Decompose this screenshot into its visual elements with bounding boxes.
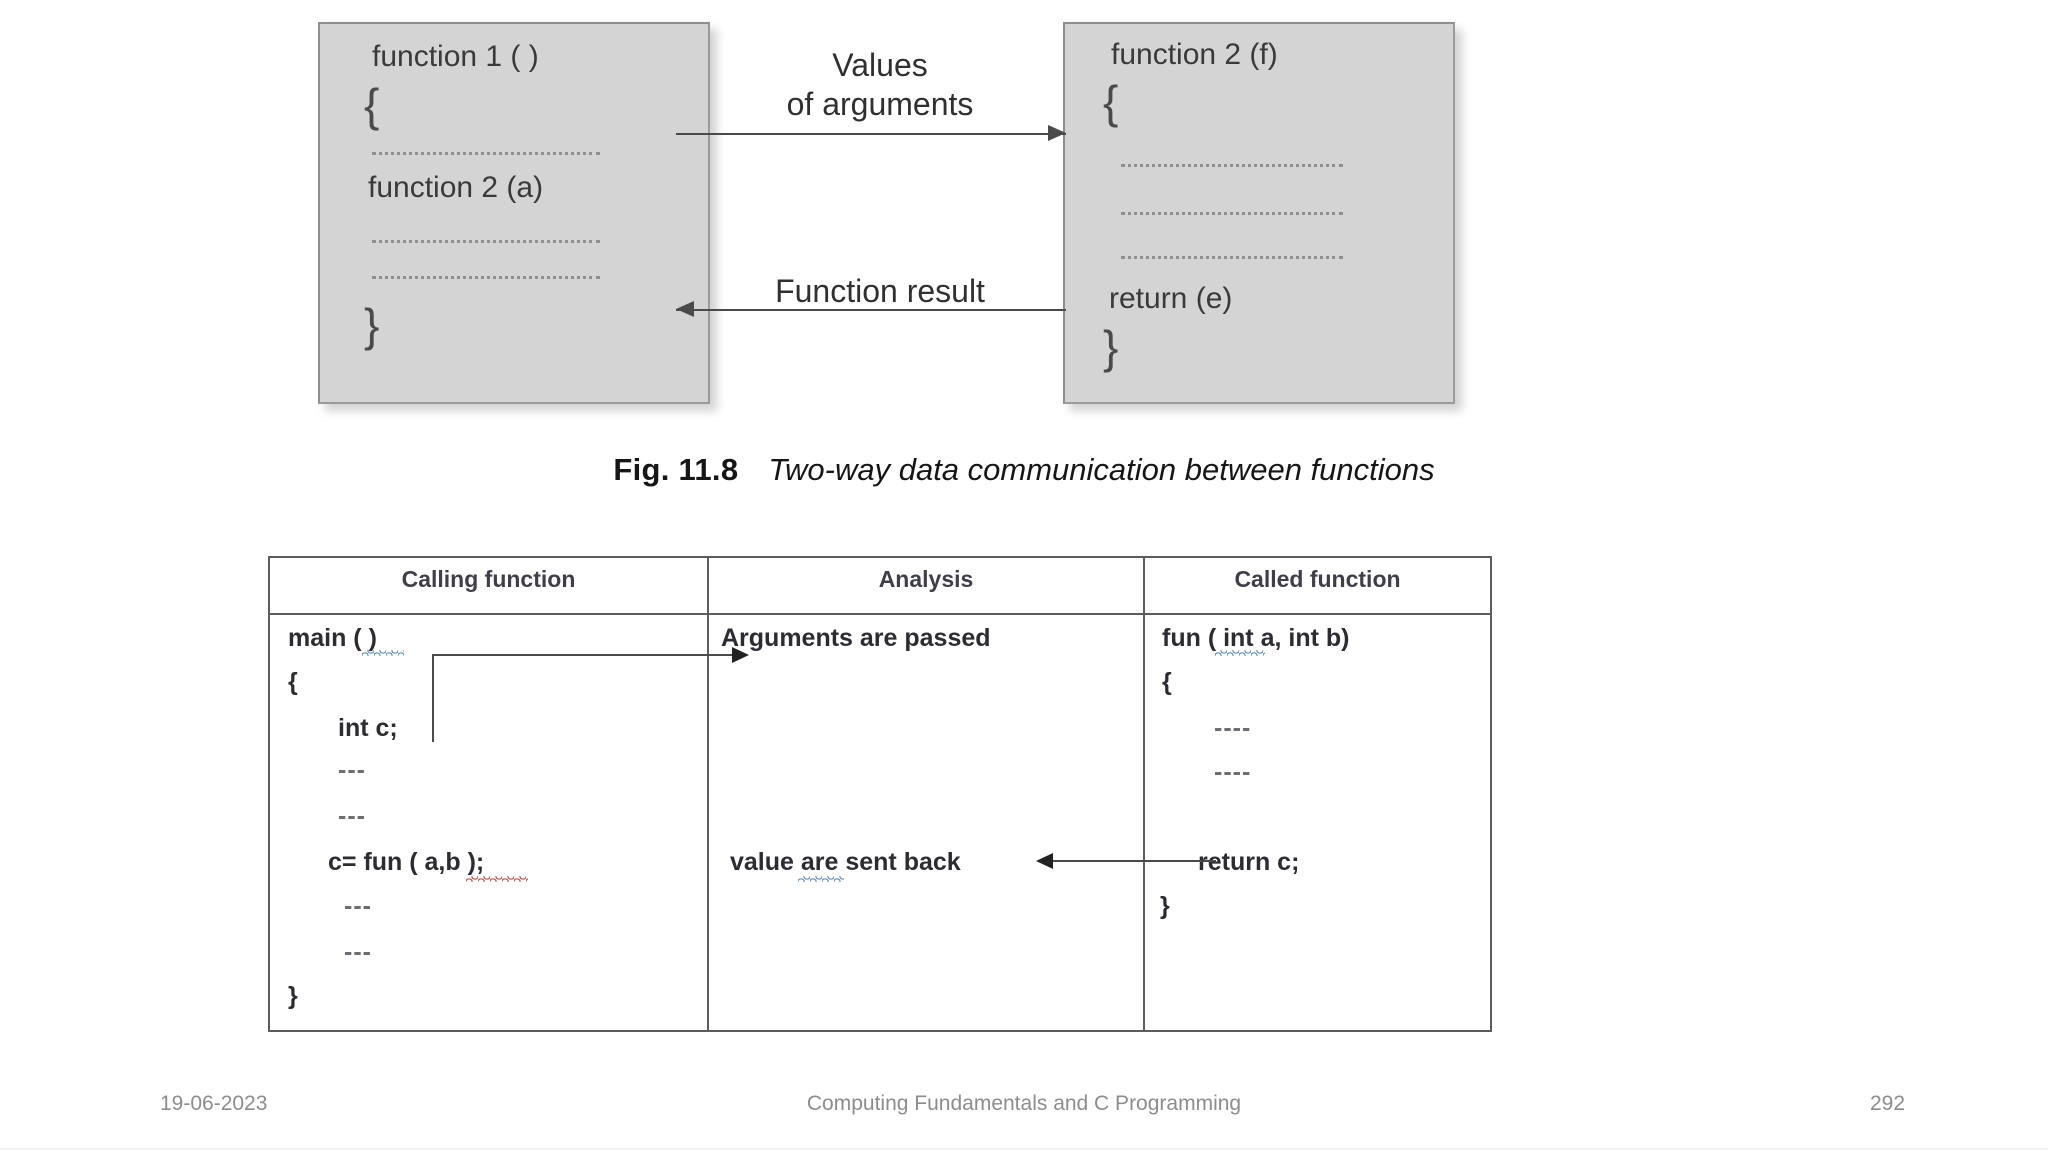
function2-call: function 2 (a) xyxy=(368,171,544,204)
function1-title: function 1 ( ) xyxy=(372,40,539,73)
spellcheck-underline-blue xyxy=(798,876,844,882)
dotted-line xyxy=(372,276,600,281)
analysis-line-values-sent-back: value are sent back xyxy=(730,848,961,876)
function1-open-brace: { xyxy=(364,79,380,131)
function2-return: return (e) xyxy=(1109,282,1233,315)
function-result-arrow-line xyxy=(676,309,1066,311)
calling-line-dashes-3: --- xyxy=(344,892,372,920)
values-sent-back-arrow-horizontal xyxy=(1050,860,1216,862)
figure-diagram: function 1 ( ) { function 2 (a) } functi… xyxy=(0,0,2048,520)
footer-divider xyxy=(0,1148,2048,1150)
dotted-line xyxy=(1121,256,1343,261)
called-line-dashes-2: ---- xyxy=(1214,758,1252,786)
footer-date: 19-06-2023 xyxy=(160,1092,268,1115)
table-header-divider xyxy=(270,613,1490,615)
function2-open-brace: { xyxy=(1103,76,1119,128)
calling-line-dashes-1: --- xyxy=(338,756,366,784)
calling-line-main: main ( ) xyxy=(288,624,377,652)
called-line-close-brace: } xyxy=(1160,892,1170,920)
arguments-passed-arrow-head xyxy=(732,647,749,663)
function1-box: function 1 ( ) { function 2 (a) } xyxy=(318,22,710,404)
figure-caption-number: Fig. 11.8 xyxy=(613,452,739,487)
spellcheck-underline-blue xyxy=(362,650,404,656)
dotted-line xyxy=(372,152,600,157)
table-header-analysis: Analysis xyxy=(878,566,974,592)
footer-page-number: 292 xyxy=(1870,1092,1906,1115)
slide-footer: 19-06-2023 Computing Fundamentals and C … xyxy=(0,1092,2048,1132)
table-header-calling-function: Calling function xyxy=(401,566,576,592)
figure-caption-text: Two-way data communication between funct… xyxy=(768,452,1435,487)
function-result-arrow-head xyxy=(676,301,694,317)
calling-line-dashes-4: --- xyxy=(344,938,372,966)
dotted-line xyxy=(1121,164,1343,169)
values-of-arguments-label: Values of arguments xyxy=(786,47,974,123)
spellcheck-underline-red xyxy=(466,876,528,882)
figure-caption: Fig. 11.8 Two-way data communication betw… xyxy=(0,452,2048,488)
dotted-line xyxy=(1121,212,1343,217)
footer-title: Computing Fundamentals and C Programming xyxy=(806,1092,1242,1115)
arguments-passed-arrow-horizontal xyxy=(432,654,736,656)
values-sent-back-arrow-head xyxy=(1036,853,1053,869)
arguments-passed-arrow-vertical xyxy=(432,654,434,742)
calling-line-dashes-2: --- xyxy=(338,802,366,830)
function2-title: function 2 (f) xyxy=(1111,38,1278,71)
dotted-line xyxy=(372,240,600,245)
calling-line-close-brace: } xyxy=(288,982,298,1010)
table-column-divider xyxy=(707,558,709,1030)
calling-line-call: c= fun ( a,b ); xyxy=(328,848,485,876)
values-of-arguments-arrow-line xyxy=(676,133,1066,135)
table-column-divider xyxy=(1143,558,1145,1030)
comparison-table: Calling function Analysis Called functio… xyxy=(268,556,1492,1032)
table-header-called-function: Called function xyxy=(1234,566,1401,592)
called-line-return: return c; xyxy=(1198,848,1300,876)
called-line-signature: fun ( int a, int b) xyxy=(1162,624,1350,652)
function-result-label: Function result xyxy=(775,273,985,309)
function1-close-brace: } xyxy=(364,299,380,351)
called-line-open-brace: { xyxy=(1162,668,1172,696)
calling-line-open-brace: { xyxy=(288,668,298,696)
function2-close-brace: } xyxy=(1103,321,1119,373)
values-of-arguments-arrow-head xyxy=(1048,125,1066,141)
analysis-line-arguments-passed: Arguments are passed xyxy=(721,624,991,652)
calling-line-int-c: int c; xyxy=(338,714,398,742)
function2-box: function 2 (f) { return (e) } xyxy=(1063,22,1455,404)
spellcheck-underline-blue xyxy=(1215,650,1265,656)
called-line-dashes-1: ---- xyxy=(1214,714,1252,742)
